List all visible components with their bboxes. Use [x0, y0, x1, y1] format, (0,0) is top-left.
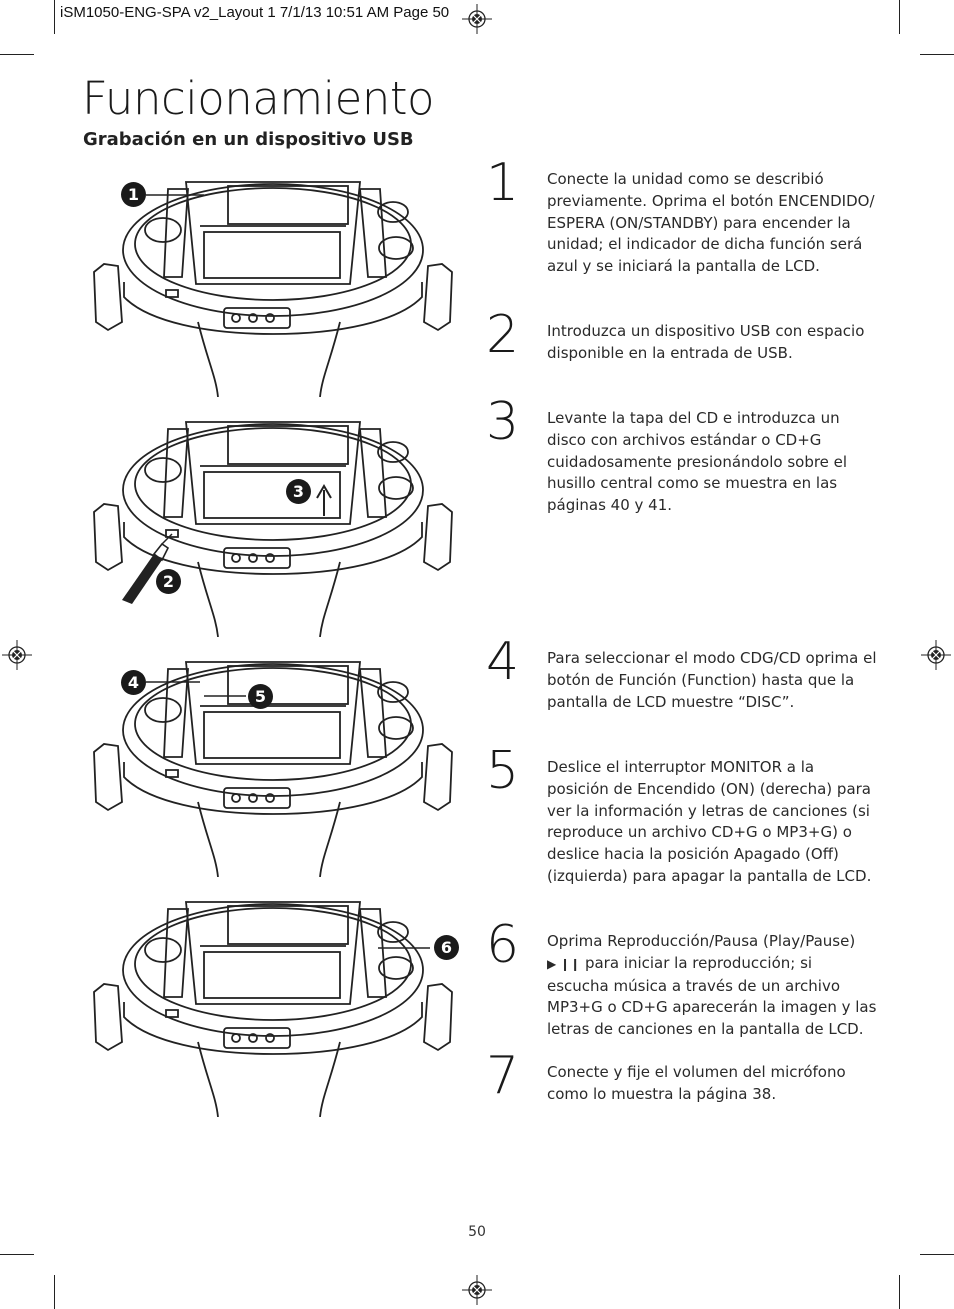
crop-mark [899, 1275, 900, 1309]
device-illustration [93, 901, 453, 1117]
callout-leader [146, 194, 204, 196]
crop-mark [899, 0, 900, 34]
step-text: Levante la tapa del CD e introduzca un d… [547, 409, 848, 515]
step-number: 4 [486, 632, 520, 692]
step-number: 2 [486, 305, 520, 365]
section-subtitle: Grabación en un dispositivo USB [83, 129, 414, 150]
device-illustration [93, 181, 453, 397]
page-number: 50 [468, 1224, 486, 1240]
step-text: Conecte y fije el volumen del micrófono … [547, 1063, 846, 1103]
step-number: 6 [486, 915, 520, 975]
step-text: Oprima Reproducción/Pausa (Play/Pause) ▶ … [547, 931, 877, 1041]
registration-mark-icon [462, 4, 492, 34]
step-text: Conecte la unidad como se describió prev… [547, 170, 875, 276]
callout-2: 2 [156, 569, 181, 594]
crop-mark [0, 54, 34, 55]
crop-mark [920, 1254, 954, 1255]
step-text: Para seleccionar el modo CDG/CD oprima e… [547, 649, 877, 711]
registration-mark-icon [2, 640, 32, 670]
callout-4: 4 [121, 670, 146, 695]
device-illustration [93, 421, 453, 637]
step-text: Deslice el interruptor MONITOR a la posi… [547, 758, 872, 885]
registration-mark-icon [921, 640, 951, 670]
page-title: Funcionamiento [82, 72, 435, 125]
callout-6: 6 [434, 935, 459, 960]
step-number: 5 [486, 741, 520, 801]
step-text-part: Oprima Reproducción/Pausa (Play/Pause) [547, 932, 856, 950]
device-illustration [93, 661, 453, 877]
step-text-part: para iniciar la reproducción; si escucha… [547, 953, 877, 1039]
crop-mark [920, 54, 954, 55]
play-pause-icon: ▶ ❙❙ [547, 956, 581, 971]
step-number: 1 [486, 153, 520, 213]
crop-mark [0, 1254, 34, 1255]
crop-mark [54, 1275, 55, 1309]
print-slug: iSM1050-ENG-SPA v2_Layout 1 7/1/13 10:51… [60, 4, 450, 21]
step-number: 3 [486, 392, 520, 452]
step-text: Introduzca un dispositivo USB con espaci… [547, 322, 865, 362]
callout-5: 5 [248, 684, 273, 709]
callout-3: 3 [286, 479, 311, 504]
registration-mark-icon [462, 1275, 492, 1305]
callout-1: 1 [121, 182, 146, 207]
crop-mark [54, 0, 55, 34]
step-number: 7 [486, 1046, 520, 1106]
